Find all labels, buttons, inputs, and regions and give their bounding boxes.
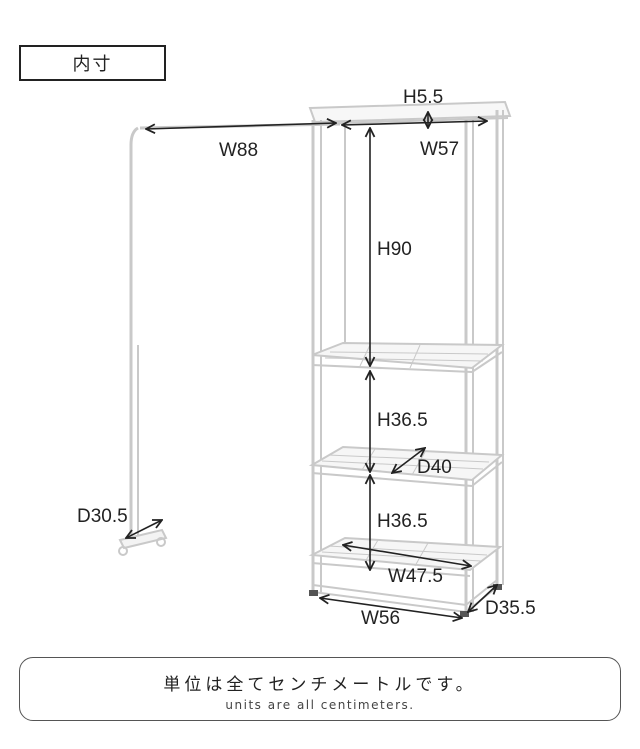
arrow-d40 <box>392 448 425 473</box>
label-h-lower: H36.5 <box>377 511 428 532</box>
arrow-w88 <box>146 123 336 129</box>
label-d-base: D30.5 <box>77 506 128 527</box>
arrow-d30-5 <box>126 520 162 538</box>
arrow-d35-5 <box>468 585 497 612</box>
units-note: 単位は全てセンチメートルです。 units are all centimeter… <box>19 657 621 721</box>
dimension-arrows <box>126 112 497 618</box>
arrow-w47-5 <box>343 545 471 566</box>
label-h-mid: H36.5 <box>377 410 428 431</box>
label-h-top: H5.5 <box>403 87 443 108</box>
label-d-shelf: D40 <box>417 457 452 478</box>
label-w-base: W56 <box>361 608 400 629</box>
arrow-w56 <box>320 598 462 618</box>
rack-illustration <box>118 100 512 617</box>
section-title: 内寸 <box>19 45 166 81</box>
arrow-w57 <box>342 121 487 125</box>
units-note-en: units are all centimeters. <box>225 698 415 712</box>
label-w-shelf: W47.5 <box>388 566 443 587</box>
label-w-bar: W88 <box>219 140 258 161</box>
label-d-frame: D35.5 <box>485 598 536 619</box>
label-w-inner: W57 <box>420 139 459 160</box>
label-h-upper: H90 <box>377 239 412 260</box>
units-note-ja: 単位は全てセンチメートルです。 <box>163 675 477 695</box>
